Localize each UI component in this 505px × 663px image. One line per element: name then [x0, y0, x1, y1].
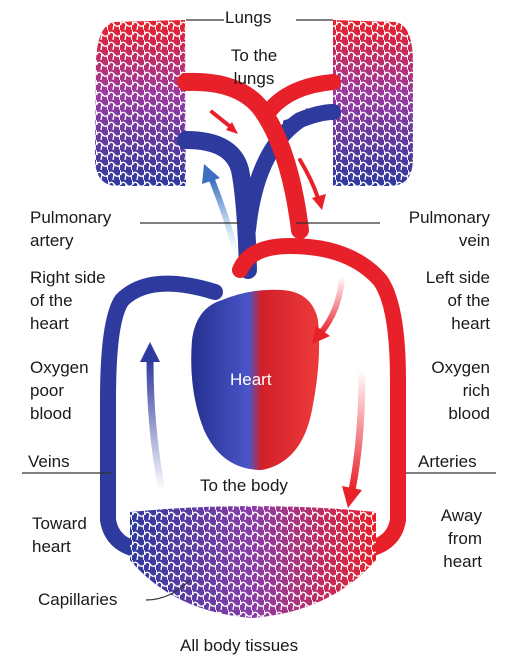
- away-from-heart-label: Away from heart: [410, 504, 482, 573]
- arrowhead-icon: [312, 194, 326, 210]
- flow-arrow-veins-up: [150, 360, 162, 490]
- arteries-label: Arteries: [418, 450, 477, 473]
- flow-arrow-to-right-lung: [212, 112, 232, 128]
- right-side-of-heart-label: Right side of the heart: [30, 266, 106, 335]
- oxygen-poor-blood-label: Oxygen poor blood: [30, 356, 89, 425]
- flow-arrow-arteries-down: [352, 370, 362, 490]
- all-body-tissues-label: All body tissues: [180, 634, 298, 657]
- flow-arrow-into-left-heart: [320, 276, 342, 334]
- heart-label: Heart: [230, 370, 272, 390]
- oxygen-rich-blood-label: Oxygen rich blood: [400, 356, 490, 425]
- right-lung: [95, 20, 186, 186]
- left-side-of-heart-label: Left side of the heart: [390, 266, 490, 335]
- left-lung: [333, 20, 413, 186]
- arrowhead-icon: [140, 342, 160, 362]
- arrowhead-icon: [342, 486, 362, 508]
- pulmonary-artery-label: Pulmonary artery: [30, 206, 111, 252]
- capillaries-label: Capillaries: [38, 588, 117, 611]
- capillary-bed: [130, 506, 376, 618]
- to-the-lungs-label: To the lungs: [214, 44, 294, 90]
- lungs-label: Lungs: [225, 6, 271, 29]
- veins-label: Veins: [28, 450, 70, 473]
- arrowhead-icon: [202, 164, 220, 184]
- pulmonary-vein-label: Pulmonary vein: [380, 206, 490, 252]
- to-the-body-label: To the body: [200, 474, 288, 497]
- toward-heart-label: Toward heart: [32, 512, 87, 558]
- flow-arrow-pulmonary-artery-up: [212, 180, 236, 252]
